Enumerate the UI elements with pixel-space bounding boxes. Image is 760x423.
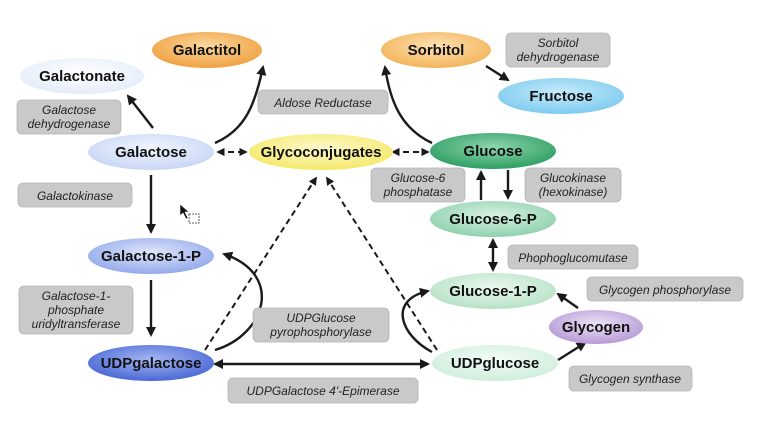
enzyme-label-line2: dehydrogenase	[517, 50, 600, 64]
enzyme-galactokinase: Galactokinase	[17, 182, 133, 208]
arrow-udpglucose-glucose1p	[401, 287, 433, 354]
enzyme-label: Glycogen phosphorylase	[599, 283, 731, 297]
enzyme-glucose-6-phosphatase: Glucose-6 phosphatase	[370, 167, 466, 203]
node-label: Galactose	[115, 144, 187, 161]
node-label: Glycoconjugates	[261, 144, 382, 161]
arrow-udpgalactose-galactose1p	[214, 251, 264, 352]
node-label: UDPgalactose	[101, 355, 202, 372]
node-galactitol: Galactitol	[152, 32, 262, 68]
arrow-sorbitol-fructose	[485, 64, 510, 82]
node-udpgalactose: UDPgalactose	[88, 345, 214, 381]
enzyme-label: Phophoglucomutase	[518, 251, 628, 265]
enzyme-label-line2: phosphate	[47, 303, 104, 317]
node-label: Glycogen	[562, 319, 630, 336]
node-label: Fructose	[529, 88, 592, 105]
enzyme-glucokinase: Glucokinase (hexokinase)	[524, 167, 622, 203]
node-label: Galactitol	[173, 42, 241, 59]
arrow-galactose-galactitol	[214, 65, 267, 145]
enzyme-label-line1: Galactose-1-	[42, 289, 111, 303]
enzyme-aldose-reductase: Aldose Reductase	[257, 89, 389, 115]
enzyme-label: Glycogen synthase	[579, 372, 681, 386]
enzyme-udpglucose-pyrophosphorylase: UDPGlucose pyrophosphorylase	[252, 307, 390, 343]
enzyme-galactose-dehydrogenase: Galactose dehydrogenase	[16, 99, 122, 135]
arrows	[126, 64, 587, 370]
node-label: Glucose-1-P	[449, 283, 537, 300]
enzyme-galactose-1-phosphate-uridyltransferase: Galactose-1- phosphate uridyltransferase	[18, 285, 134, 335]
node-udpglucose: UDPglucose	[432, 345, 558, 381]
node-glucose-1-p: Glucose-1-P	[430, 273, 556, 309]
mouse-cursor	[179, 203, 200, 224]
node-glucose: Glucose	[430, 133, 556, 169]
node-label: Sorbitol	[408, 42, 465, 59]
arrow-udpglucose-glycoconjugates	[326, 176, 438, 351]
enzyme-label-line1: Glucose-6	[391, 171, 446, 185]
node-galactose-1-p: Galactose-1-P	[88, 238, 214, 274]
enzyme-label: UDPGalactose 4'-Epimerase	[246, 384, 399, 398]
enzyme-label-line1: Sorbitol	[538, 36, 579, 50]
enzyme-label-line3: uridyltransferase	[32, 317, 121, 331]
node-label: Glucose	[463, 143, 522, 160]
arrow-glucose-sorbitol	[381, 65, 433, 145]
node-sorbitol: Sorbitol	[381, 32, 491, 68]
node-label: Galactose-1-P	[101, 248, 201, 265]
enzyme-label-line1: Galactose	[42, 103, 96, 117]
node-glycoconjugates: Glycoconjugates	[249, 134, 393, 170]
enzyme-label-line1: UDPGlucose	[286, 311, 356, 325]
arrow-udpgalactose-glycoconjugates	[204, 176, 317, 351]
enzyme-glycogen-synthase: Glycogen synthase	[568, 365, 693, 392]
enzyme-label-line1: Glucokinase	[540, 171, 606, 185]
enzyme-label-line2: dehydrogenase	[28, 117, 111, 131]
node-label: Glucose-6-P	[449, 211, 537, 228]
node-label: UDPglucose	[451, 355, 539, 372]
enzyme-label-line2: (hexokinase)	[539, 185, 608, 199]
node-fructose: Fructose	[498, 78, 624, 114]
enzyme-label-line2: pyrophosphorylase	[269, 325, 372, 339]
enzyme-phosphoglucomutase: Phophoglucomutase	[507, 244, 639, 270]
node-galactose: Galactose	[88, 134, 214, 170]
node-glucose-6-p: Glucose-6-P	[430, 201, 556, 237]
enzyme-udpgalactose-epimerase: UDPGalactose 4'-Epimerase	[227, 377, 419, 404]
enzyme-label: Galactokinase	[37, 189, 113, 203]
arrow-galactose-galactonate	[126, 94, 154, 129]
enzyme-glycogen-phosphorylase: Glycogen phosphorylase	[586, 276, 744, 302]
node-glycogen: Glycogen	[549, 310, 643, 344]
arrow-udpglucose-glycogen	[557, 341, 587, 362]
arrow-glycogen-glucose1p	[556, 292, 579, 309]
enzyme-label-line2: phosphatase	[383, 185, 453, 199]
node-label: Galactonate	[39, 68, 125, 85]
node-galactonate: Galactonate	[20, 58, 144, 94]
enzyme-sorbitol-dehydrogenase: Sorbitol dehydrogenase	[505, 32, 611, 68]
enzyme-label: Aldose Reductase	[273, 96, 372, 110]
